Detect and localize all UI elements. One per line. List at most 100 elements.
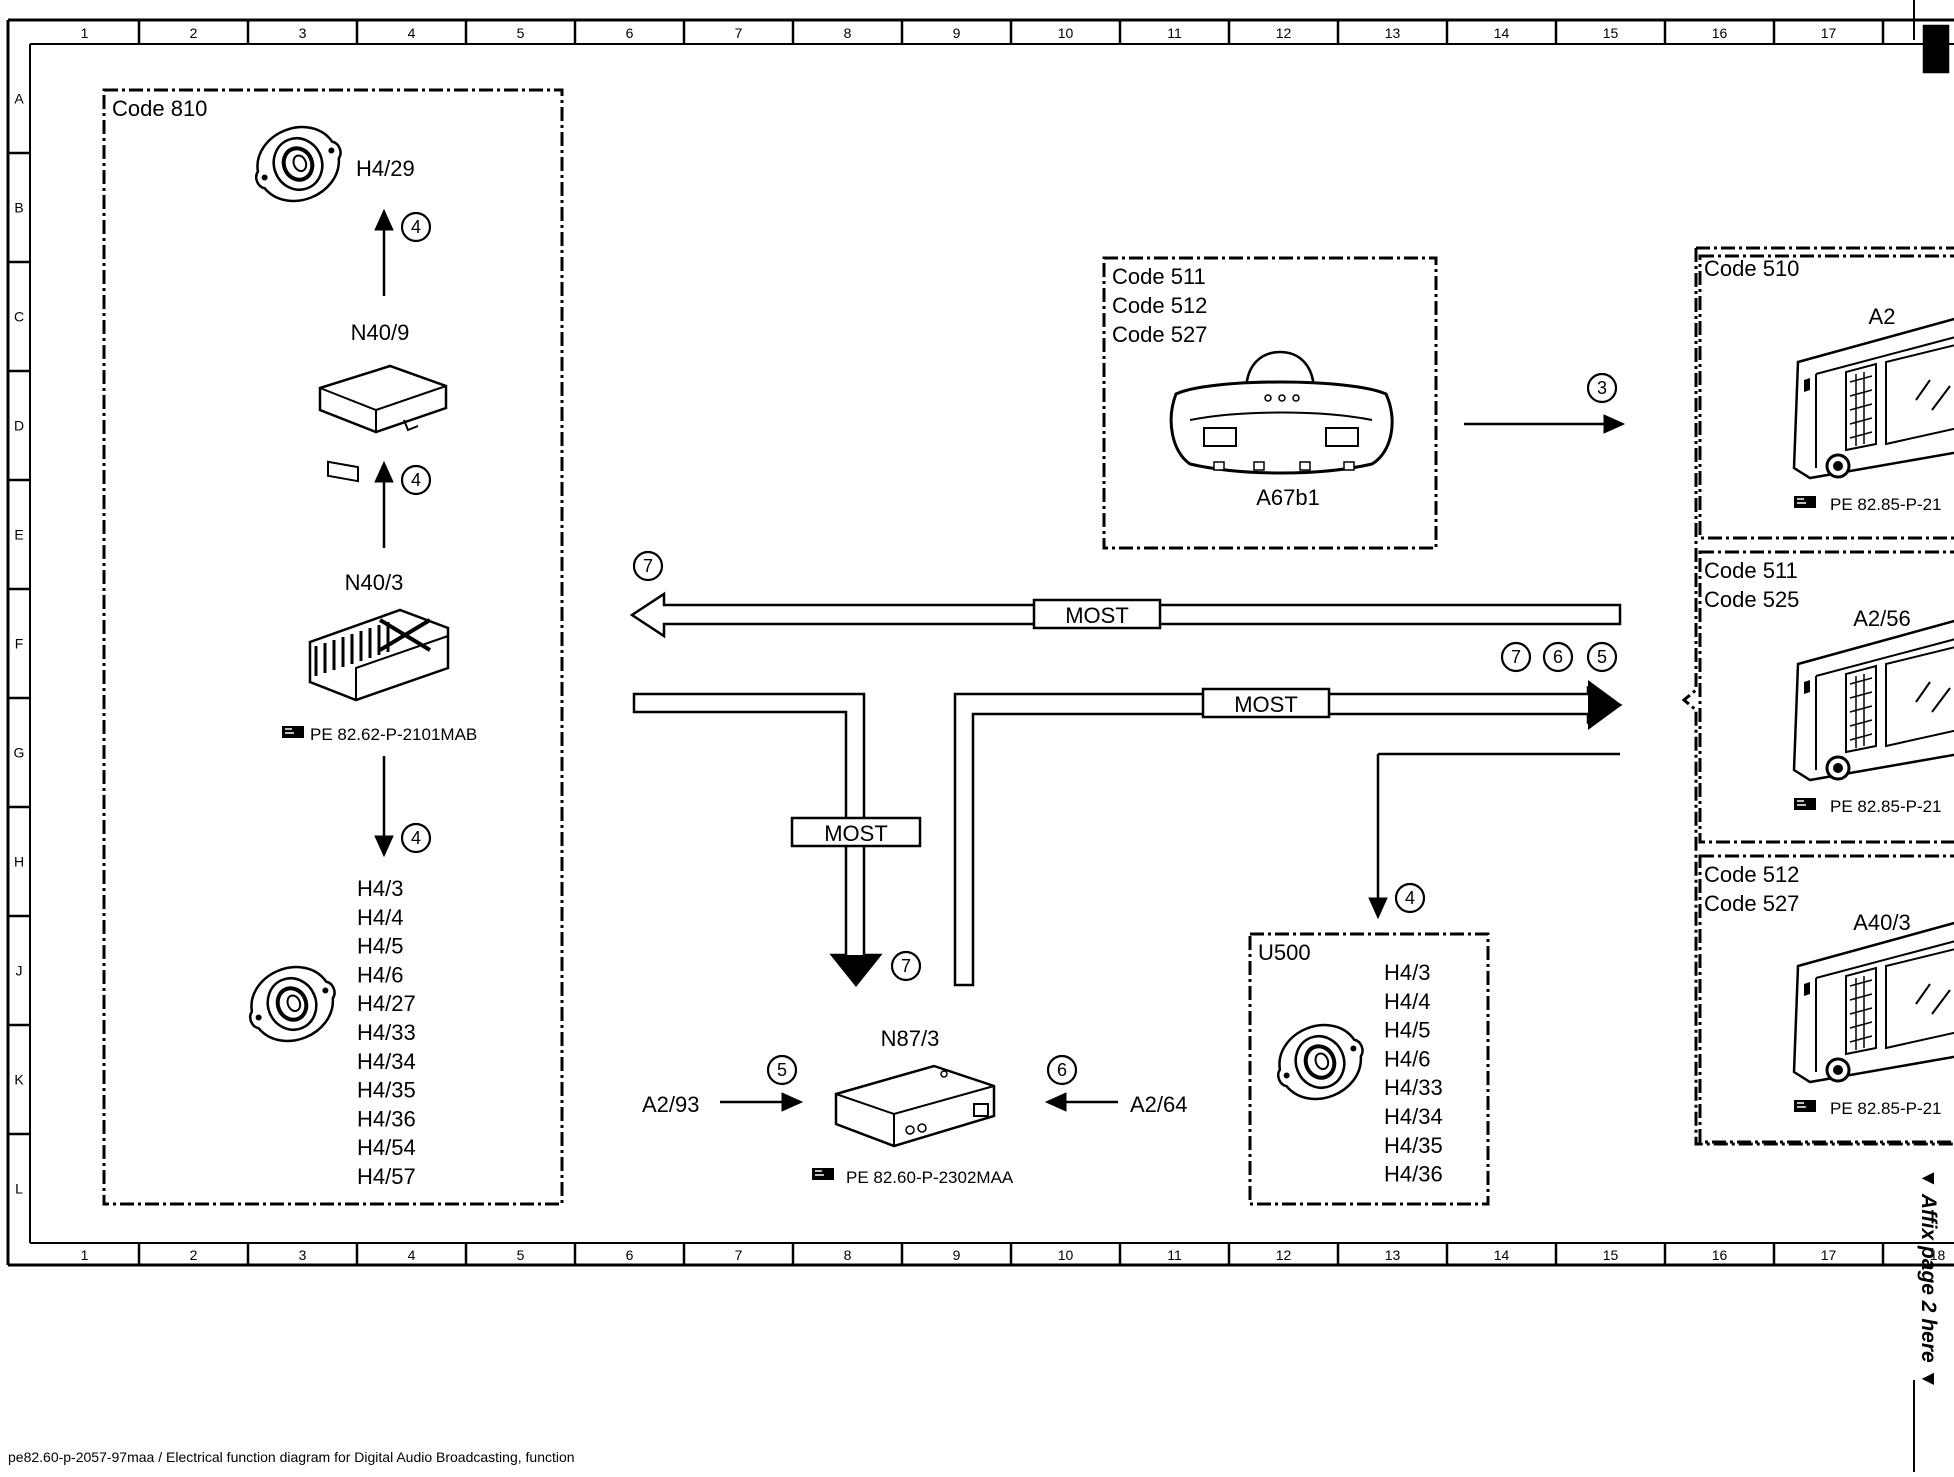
svg-text:5: 5 — [777, 1060, 787, 1080]
grid-row-label: L — [15, 1181, 23, 1197]
grid-col-label-top: 6 — [626, 25, 634, 41]
grid-col-label-top: 7 — [735, 25, 743, 41]
svg-text:3: 3 — [1597, 378, 1607, 398]
grid-col-label-bottom: 15 — [1603, 1247, 1619, 1263]
arrow-to-u500-head — [1368, 897, 1388, 920]
group-code510 — [1698, 254, 1954, 540]
circled-5-right: 5 — [1586, 641, 1618, 673]
speaker-item-u500: H4/36 — [1384, 1162, 1443, 1187]
most-label-down: MOST — [824, 821, 888, 846]
grid-col-label-bottom: 8 — [844, 1247, 852, 1263]
group-code810 — [102, 88, 564, 1206]
grid-row-label: F — [15, 636, 24, 652]
svg-text:4: 4 — [411, 470, 421, 490]
ref-n40-3: PE 82.62-P-2101MAB — [310, 725, 477, 744]
grid-col-label-top: 9 — [953, 25, 961, 41]
affix-note: ▼ Affix page 2 here ▼ — [1917, 1168, 1940, 1389]
grid-row-label: J — [16, 963, 23, 979]
label-right-bot-code: Code 512 — [1704, 862, 1799, 887]
speaker-item-left: H4/33 — [357, 1020, 416, 1045]
mirror-a67b1 — [1169, 350, 1394, 475]
tuner-n87-3 — [834, 1064, 996, 1148]
svg-text:7: 7 — [901, 956, 911, 976]
mirror-code-label: Code 511 — [1112, 264, 1206, 289]
circled-3: 3 — [1586, 372, 1618, 404]
label-n40-3: N40/3 — [345, 570, 404, 595]
ref-icon-a2 — [1794, 496, 1816, 508]
group-right-outer — [1681, 246, 1954, 1146]
grid-col-label-bottom: 12 — [1276, 1247, 1292, 1263]
grid-col-label-top: 11 — [1167, 25, 1182, 41]
grid-col-label-bottom: 17 — [1821, 1247, 1837, 1263]
label-a67b1: A67b1 — [1256, 485, 1320, 510]
grid-col-label-bottom: 7 — [735, 1247, 743, 1263]
grid-col-label-top: 17 — [1821, 25, 1837, 41]
speaker-item-u500: H4/6 — [1384, 1046, 1430, 1071]
label-u500: U500 — [1258, 940, 1311, 965]
svg-text:5: 5 — [1597, 647, 1607, 667]
grid-row-label: B — [14, 200, 23, 216]
grid-col-label-bottom: 13 — [1385, 1247, 1401, 1263]
speaker-item-left: H4/27 — [357, 991, 416, 1016]
speaker-item-u500: H4/5 — [1384, 1018, 1430, 1043]
ref-a40-3: PE 82.85-P-21 — [1830, 1099, 1942, 1118]
svg-text:6: 6 — [1057, 1060, 1067, 1080]
ref-n87-3: PE 82.60-P-2302MAA — [846, 1168, 1014, 1187]
label-a40-3: A40/3 — [1853, 910, 1911, 935]
speaker-item-u500: H4/35 — [1384, 1133, 1443, 1158]
ref-a2-56: PE 82.85-P-21 — [1830, 797, 1942, 816]
circled-4-b: 4 — [400, 464, 432, 496]
grid-col-label-bottom: 14 — [1494, 1247, 1510, 1263]
most-label-box-top — [1032, 598, 1162, 630]
arrow-n403-to-speakers-head — [374, 835, 394, 858]
speaker-h4-29 — [241, 111, 355, 217]
arrow-n409-to-h429-head — [374, 208, 394, 231]
grid-col-label-bottom: 2 — [190, 1247, 198, 1263]
svg-text:7: 7 — [1511, 647, 1521, 667]
grid-col-label-top: 2 — [190, 25, 198, 41]
mirror-code-label: Code 527 — [1112, 322, 1207, 347]
grid-col-label-top: 14 — [1494, 25, 1510, 41]
group-code512-527 — [1698, 854, 1954, 1144]
grid-col-label-bottom: 6 — [626, 1247, 634, 1263]
group-code810-label: Code 810 — [112, 96, 207, 121]
label-a2: A2 — [1869, 304, 1896, 329]
speaker-item-left: H4/54 — [357, 1135, 416, 1160]
speaker-item-left: H4/5 — [357, 934, 403, 959]
most-label-top: MOST — [1065, 603, 1129, 628]
grid-row-label: A — [14, 91, 24, 107]
grid-col-label-bottom: 9 — [953, 1247, 961, 1263]
speaker-item-left: H4/34 — [357, 1049, 416, 1074]
grid-col-label-top: 16 — [1712, 25, 1728, 41]
speaker-left-group — [235, 951, 349, 1057]
svg-text:4: 4 — [411, 217, 421, 237]
label-right-mid-code: Code 525 — [1704, 587, 1799, 612]
speaker-item-u500: H4/4 — [1384, 989, 1430, 1014]
grid-col-label-bottom: 1 — [81, 1247, 89, 1263]
edge-marker-block — [1922, 24, 1950, 74]
circled-6-right: 6 — [1542, 641, 1574, 673]
label-right-mid-code: Code 511 — [1704, 558, 1798, 583]
grid-row-label: H — [14, 854, 24, 870]
grid-col-label-bottom: 10 — [1058, 1247, 1074, 1263]
circled-7-right: 7 — [1500, 641, 1532, 673]
grid-col-label-top: 10 — [1058, 25, 1074, 41]
svg-text:4: 4 — [1405, 888, 1415, 908]
label-n87-3: N87/3 — [881, 1026, 940, 1051]
arrow-mirror-to-radio-head — [1603, 414, 1626, 434]
mirror-code-label: Code 512 — [1112, 293, 1207, 318]
grid-col-label-bottom: 3 — [299, 1247, 307, 1263]
most-label-box-down — [790, 816, 922, 848]
label-a2-93: A2/93 — [642, 1092, 700, 1117]
grid-col-label-bottom: 4 — [408, 1247, 416, 1263]
radio-a2-56 — [1792, 618, 1954, 782]
grid-col-label-top: 5 — [517, 25, 525, 41]
grid-col-label-top: 4 — [408, 25, 416, 41]
grid-col-label-top: 3 — [299, 25, 307, 41]
arrow-a264-to-n873-head — [1044, 1092, 1067, 1112]
speaker-item-left: H4/4 — [357, 905, 403, 930]
label-h4-29: H4/29 — [356, 156, 415, 181]
speaker-item-left: H4/6 — [357, 962, 403, 987]
